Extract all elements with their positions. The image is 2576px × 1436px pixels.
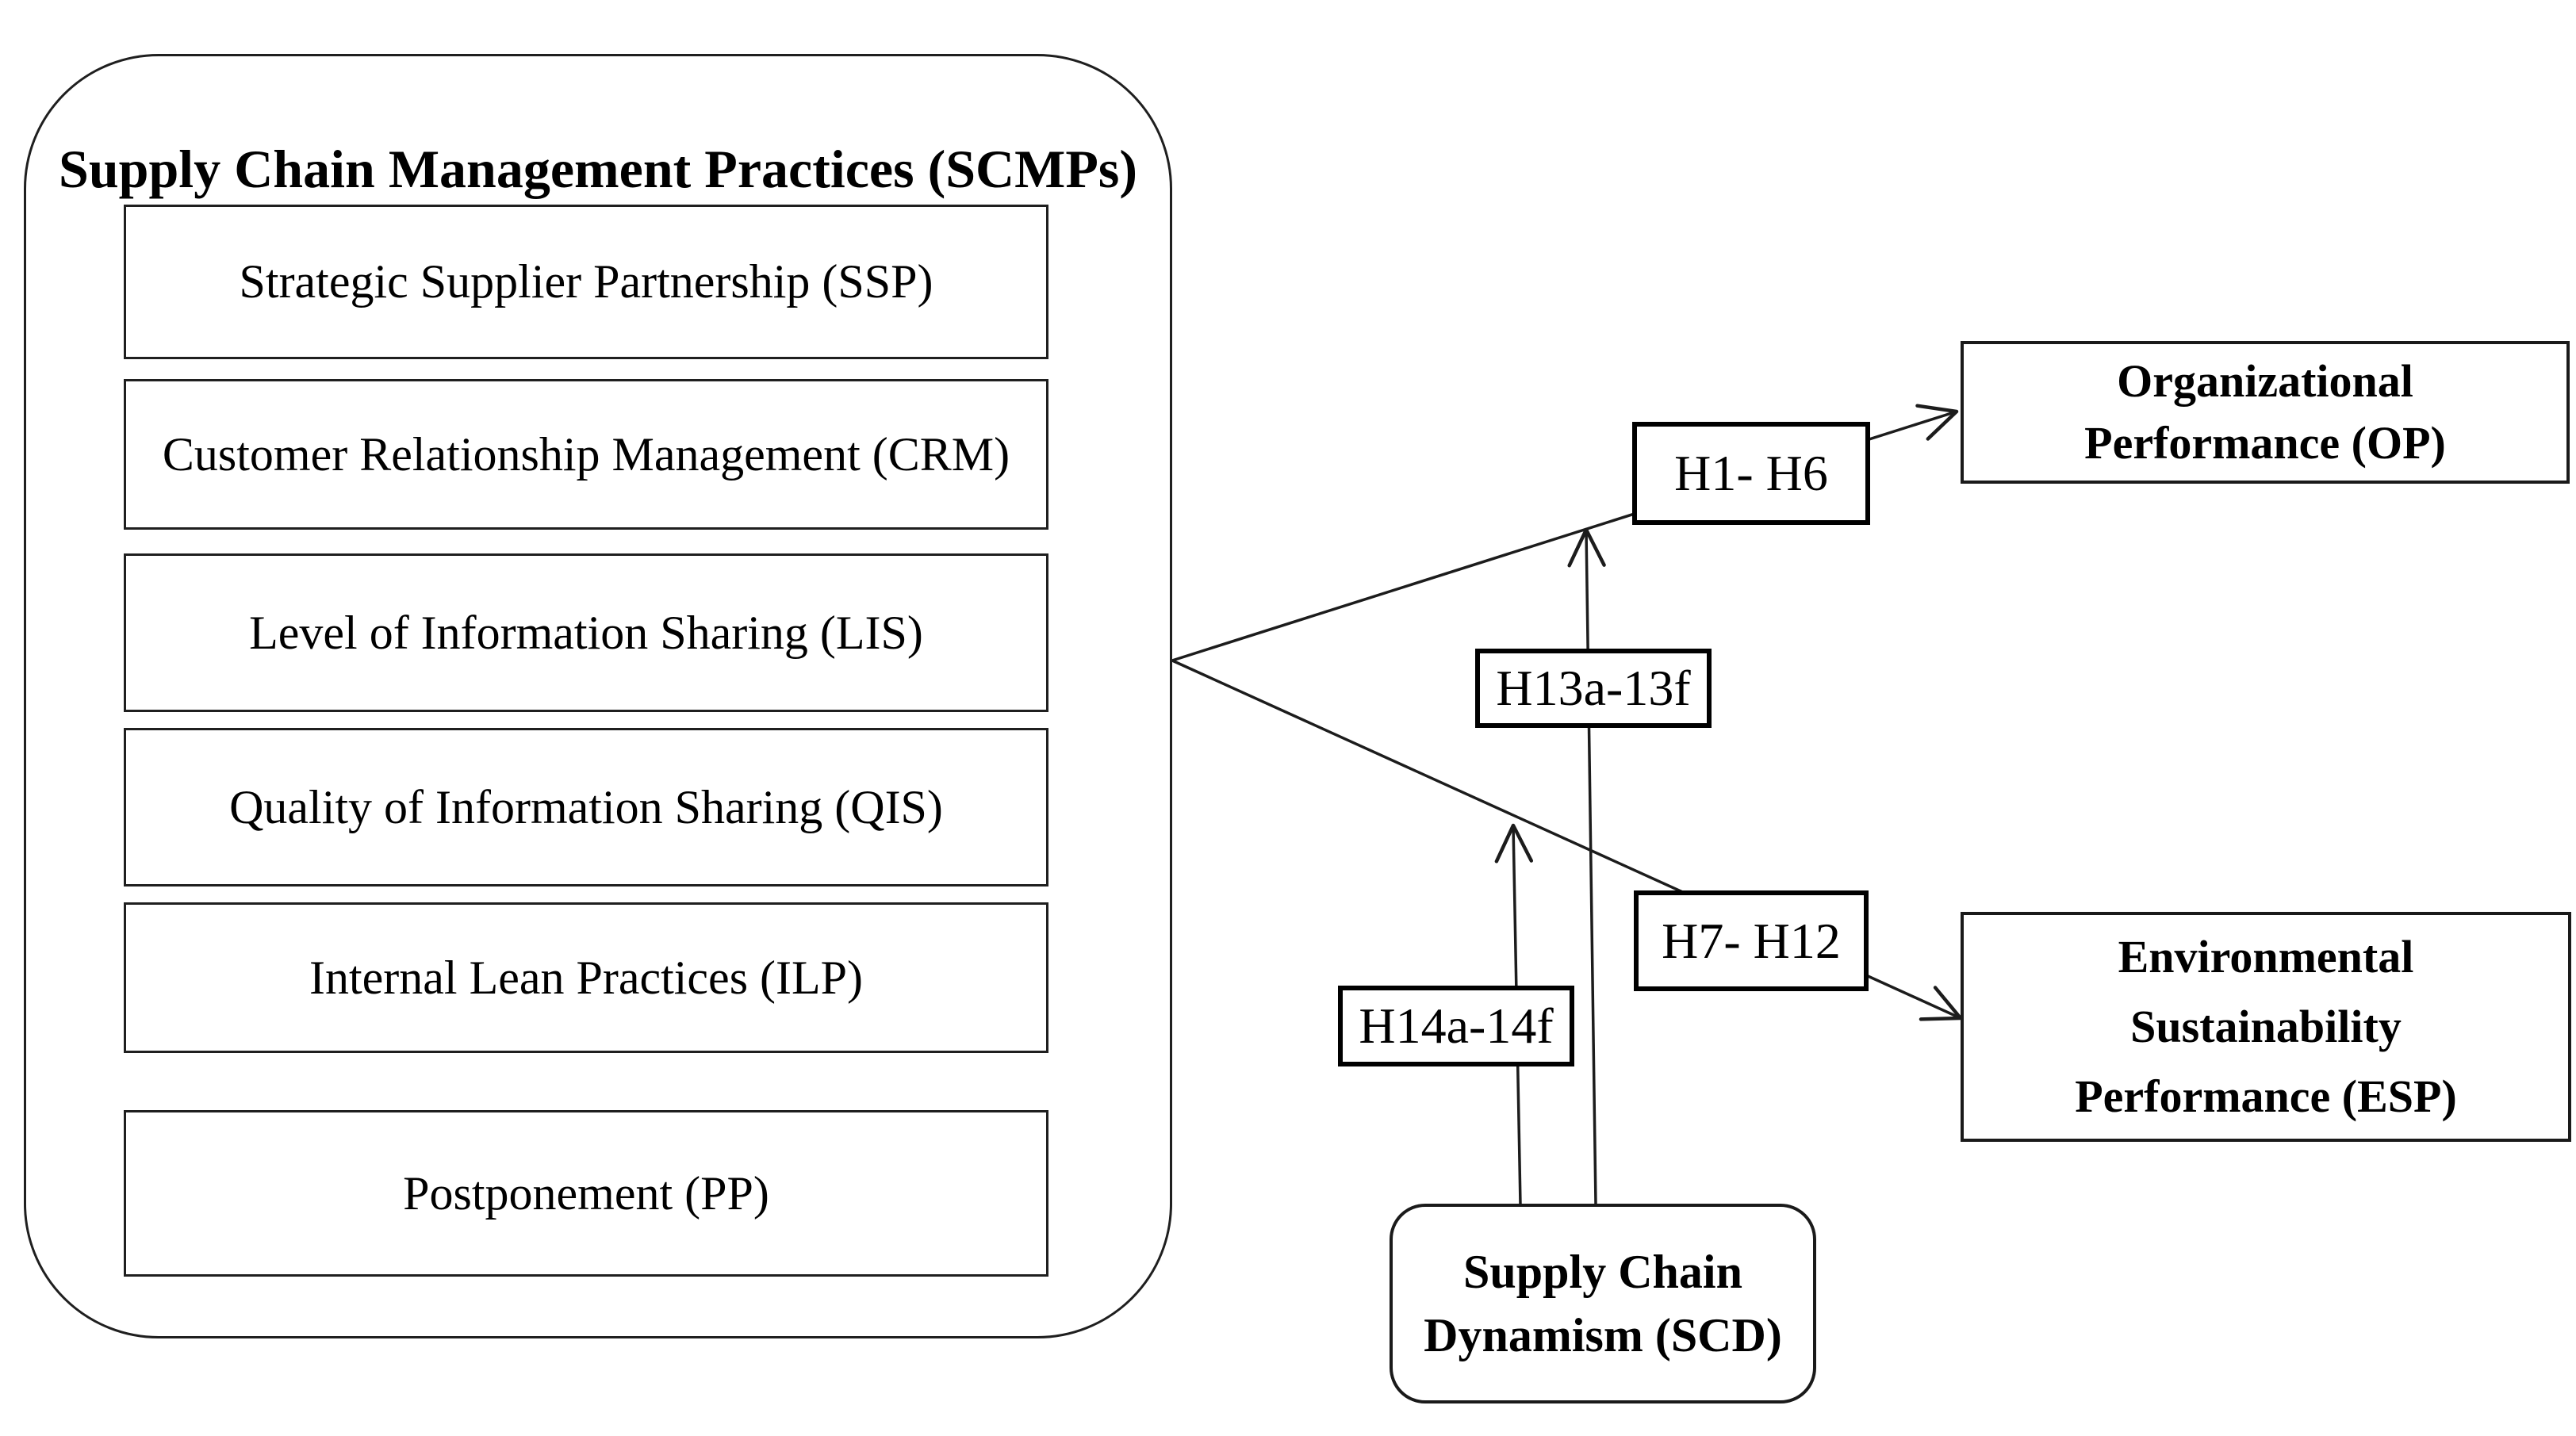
hypothesis-text-h7-h12: H7- H12 bbox=[1662, 912, 1841, 969]
supply-chain-dynamism-box: Supply Chain Dynamism (SCD) bbox=[1390, 1204, 1816, 1403]
scmp-group-title: Supply Chain Management Practices (SCMPs… bbox=[59, 139, 1137, 199]
esp-label-line3: Performance (ESP) bbox=[2075, 1070, 2457, 1122]
practice-label-ssp: Strategic Supplier Partnership (SSP) bbox=[239, 255, 933, 308]
esp-label-line2: Sustainability bbox=[2130, 1001, 2402, 1052]
practice-label-ilp: Internal Lean Practices (ILP) bbox=[309, 951, 863, 1004]
practice-box-pp: Postponement (PP) bbox=[124, 1110, 1048, 1277]
practice-box-qis: Quality of Information Sharing (QIS) bbox=[124, 728, 1048, 886]
op-label-line2: Performance (OP) bbox=[2084, 417, 2446, 469]
practice-label-qis: Quality of Information Sharing (QIS) bbox=[229, 780, 943, 833]
op-label-line1: Organizational bbox=[2117, 355, 2413, 407]
scd-label-line2: Dynamism (SCD) bbox=[1424, 1309, 1782, 1361]
practice-box-ilp: Internal Lean Practices (ILP) bbox=[124, 902, 1048, 1053]
hypothesis-label-h14a-14f: H14a-14f bbox=[1338, 986, 1574, 1066]
environmental-sustainability-performance-box: Environmental Sustainability Performance… bbox=[1961, 912, 2571, 1142]
scd-label-line1: Supply Chain bbox=[1463, 1246, 1742, 1298]
hypothesis-text-h1-h6: H1- H6 bbox=[1674, 445, 1828, 501]
esp-label-line1: Environmental bbox=[2118, 931, 2414, 982]
hypothesis-label-h7-h12: H7- H12 bbox=[1634, 890, 1869, 991]
practice-label-crm: Customer Relationship Management (CRM) bbox=[162, 427, 1010, 481]
hypothesis-label-h1-h6: H1- H6 bbox=[1632, 422, 1870, 525]
practice-label-pp: Postponement (PP) bbox=[403, 1166, 769, 1220]
practice-label-lis: Level of Information Sharing (LIS) bbox=[249, 606, 923, 659]
organizational-performance-box: Organizational Performance (OP) bbox=[1961, 341, 2570, 484]
hypothesis-text-h14a-14f: H14a-14f bbox=[1359, 998, 1554, 1054]
practice-box-ssp: Strategic Supplier Partnership (SSP) bbox=[124, 205, 1048, 359]
hypothesis-label-h13a-13f: H13a-13f bbox=[1475, 649, 1712, 728]
hypothesis-text-h13a-13f: H13a-13f bbox=[1496, 660, 1691, 716]
practice-box-crm: Customer Relationship Management (CRM) bbox=[124, 379, 1048, 530]
scd-moderation-arrow-h13 bbox=[1567, 527, 1606, 1205]
practice-box-lis: Level of Information Sharing (LIS) bbox=[124, 553, 1048, 712]
